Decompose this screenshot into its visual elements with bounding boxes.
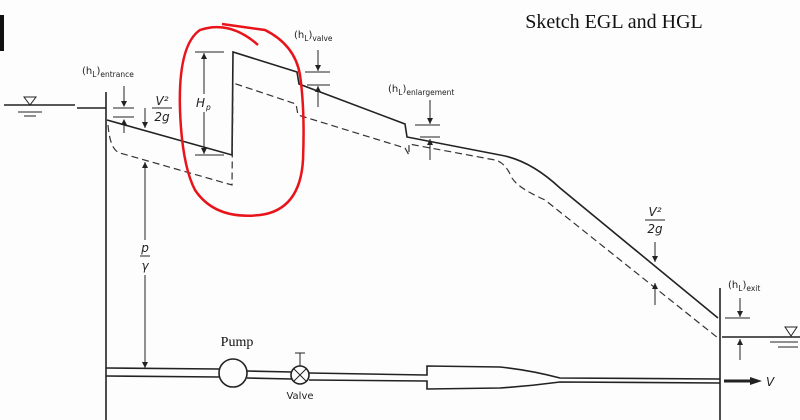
title: Sketch EGL and HGL bbox=[525, 11, 703, 33]
velocity-label: V bbox=[766, 375, 775, 389]
svg-text:V²: V² bbox=[648, 205, 661, 219]
left-edge-bar bbox=[0, 15, 4, 51]
energy-grade-line bbox=[106, 50, 719, 319]
svg-text:γ: γ bbox=[141, 259, 149, 273]
water-surface-icon bbox=[784, 326, 798, 337]
valve-icon bbox=[290, 352, 310, 385]
upstream-reservoir bbox=[4, 92, 107, 420]
svg-text:2g: 2g bbox=[647, 222, 663, 236]
pressure-head-dimension: p γ bbox=[140, 162, 150, 368]
pump-label: Pump bbox=[221, 335, 254, 350]
valve-label: Valve bbox=[286, 391, 313, 402]
red-highlight-circle bbox=[178, 22, 305, 217]
velocity-head-right: V² 2g bbox=[645, 205, 665, 305]
svg-text:(hL)valve: (hL)valve bbox=[294, 30, 333, 43]
svg-text:(hL)entrance: (hL)entrance bbox=[82, 66, 134, 79]
pump-icon bbox=[218, 358, 248, 388]
hydraulic-grade-line bbox=[107, 82, 719, 339]
svg-text:p: p bbox=[140, 241, 149, 255]
enlargement-loss-dimension: (hL)enlargement bbox=[388, 84, 454, 160]
svg-text:2g: 2g bbox=[154, 110, 170, 124]
svg-text:(hL)exit: (hL)exit bbox=[728, 280, 760, 293]
svg-text:(hL)enlargement: (hL)enlargement bbox=[388, 84, 454, 97]
pipe bbox=[105, 352, 762, 390]
water-surface-icon bbox=[23, 96, 37, 106]
svg-text:p: p bbox=[205, 103, 211, 112]
svg-text:V²: V² bbox=[155, 94, 168, 108]
valve-loss-dimension: (hL)valve bbox=[294, 30, 333, 107]
entrance-loss-dimension: (hL)entrance bbox=[82, 66, 134, 133]
downstream-reservoir bbox=[719, 288, 800, 420]
exit-loss-dimension: (hL)exit bbox=[725, 280, 760, 360]
svg-text:H: H bbox=[196, 96, 205, 110]
